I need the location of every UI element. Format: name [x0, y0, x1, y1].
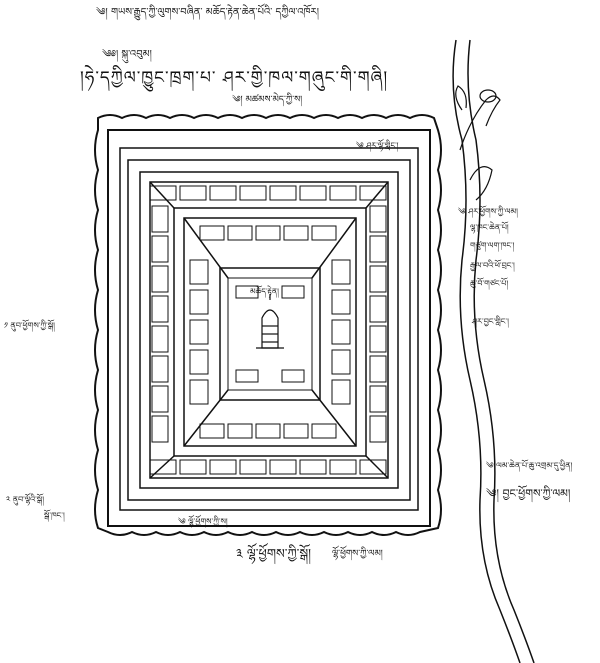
label-bottom-1: ༣ ལྷོ་ཕྱོགས་ཀྱི་སྒོ། [236, 547, 312, 562]
title-line-2: ༄༅། སྐུ་འབུམ། [102, 49, 152, 60]
cell-col-left [151, 205, 169, 443]
label-southwest-2: སྒོ་ཁང་། [44, 511, 65, 520]
outer-wall [94, 114, 442, 536]
wall-band-2 [119, 147, 419, 511]
wall-band-4 [139, 171, 399, 489]
center-court [219, 267, 321, 401]
cell-row-bottom [149, 459, 387, 475]
label-right-3: གཙུག་ལག་ཁང་། [470, 241, 515, 250]
label-left-gate: ༡ ནུབ་ཕྱོགས་ཀྱི་སྒོ། [4, 321, 55, 330]
label-center-stupa: མཆོད་རྟེན། [250, 287, 279, 296]
label-right-6: ཤར་བྱང་གླིང་། [472, 317, 509, 326]
inner-court [173, 207, 367, 457]
center-court-2 [227, 277, 313, 391]
cell-inner [189, 225, 351, 439]
inner-court-2 [183, 217, 357, 447]
label-northeast: ༄ ཤར་ལྷོ་གླིང་། [356, 141, 399, 150]
river-line [452, 39, 521, 663]
label-right-1: ༄ ཤར་ཕྱོགས་ཀྱི་ལམ། [458, 207, 518, 216]
wall-band-1 [107, 129, 431, 527]
label-right-low-1: ༄ ལམ་ཆེན་པོ་ཆུ་འགྲམ་དུ་ཕྱིན། [486, 461, 573, 470]
label-bottom-2: ལྷོ་ཕྱོགས་ཀྱི་ལམ། [332, 549, 383, 559]
wall-band-3 [127, 159, 411, 501]
main-title: །ཧེ་དཀྱིལ་ཁྱུང་ཁྲག་པ་ ཤར་གྱི་ཁལ་གཞུང་གི་… [80, 68, 389, 88]
cell-col-right [369, 205, 387, 443]
label-right-2: ལྷ་ཁང་ཆེན་པོ། [470, 223, 509, 232]
stupa-icon [256, 294, 284, 349]
label-above-wall: ༄། མཚམས་མེད་ཀྱི་ས། [232, 95, 303, 105]
label-southwest-1: ༢ ནུབ་ལྷོའི་སྒོ། [6, 495, 44, 504]
label-right-5: ཆུ་བོ་གཙང་པོ། [470, 279, 509, 288]
river-line-2 [467, 39, 535, 663]
label-below-wall: ༄ ལྷོ་ཕྱོགས་ཀྱི་ས། [178, 517, 228, 526]
label-right-4: རྒྱལ་བའི་ཕོ་བྲང་། [470, 261, 515, 270]
cell-row-top [149, 185, 387, 201]
label-right-low-2: ༄། བྱང་ཕྱོགས་ཀྱི་ལམ། [486, 487, 571, 500]
tree-icon [455, 85, 501, 201]
wall-band-5 [149, 181, 389, 479]
title-line-1: ༄། གཡས་རྒྱུད་ཀྱི་ལུགས་བཞིན་ མཆོད་རྟེན་ཆེ… [96, 7, 319, 18]
